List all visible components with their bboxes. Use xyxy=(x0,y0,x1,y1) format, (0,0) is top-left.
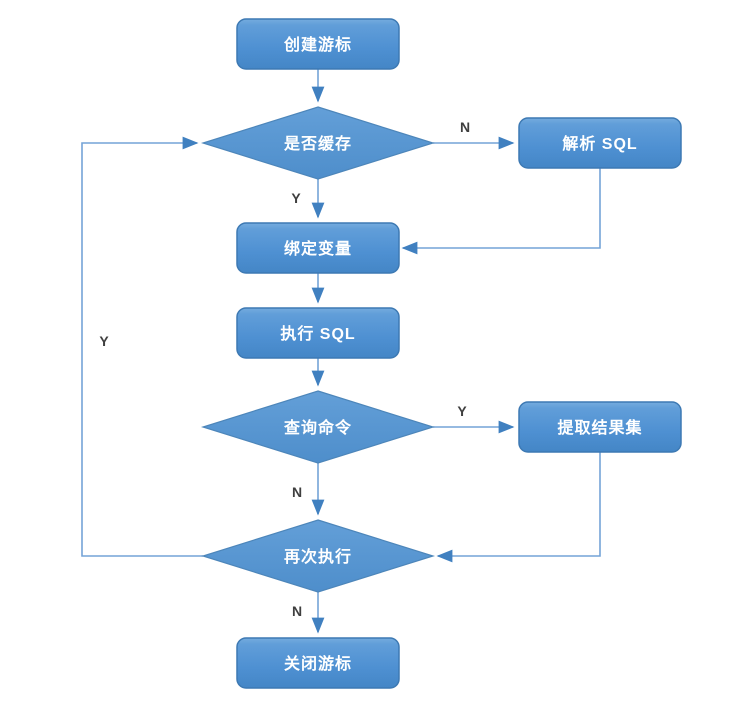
node-create-cursor: 创建游标 xyxy=(236,18,400,70)
edge-label-n-again: N xyxy=(292,484,302,500)
decision-shape xyxy=(200,106,436,180)
process-shape xyxy=(518,401,682,453)
node-is-cached: 是否缓存 xyxy=(200,106,436,180)
node-label: 是否缓存 xyxy=(283,134,352,153)
edge-execute-again-to-is-cached xyxy=(81,136,203,557)
node-close-cursor: 关闭游标 xyxy=(236,637,400,689)
decision-shape xyxy=(200,390,436,464)
node-label: 查询命令 xyxy=(284,418,352,437)
node-execute-again: 再次执行 xyxy=(200,519,436,593)
node-label: 创建游标 xyxy=(283,35,352,54)
node-label: 绑定变量 xyxy=(284,239,352,258)
process-shape xyxy=(236,307,400,359)
process-shape xyxy=(236,637,400,689)
edge-label-y-bind: Y xyxy=(291,190,301,206)
node-fetch-result-set: 提取结果集 xyxy=(518,401,682,453)
process-shape xyxy=(236,222,400,274)
edge-label-y-fetch: Y xyxy=(457,403,467,419)
node-query-command: 查询命令 xyxy=(200,390,436,464)
node-bind-variables: 绑定变量 xyxy=(236,222,400,274)
decision-shape xyxy=(200,519,436,593)
edge-fetch-result-set-to-execute-again xyxy=(436,452,601,563)
node-parse-sql: 解析 SQL xyxy=(518,117,682,169)
edge-label-n-parse: N xyxy=(460,119,470,135)
node-label: 关闭游标 xyxy=(284,654,352,673)
node-label: 提取结果集 xyxy=(557,418,642,437)
node-label: 解析 SQL xyxy=(562,134,637,153)
process-shape xyxy=(518,117,682,169)
node-execute-sql: 执行 SQL xyxy=(236,307,400,359)
edge-parse-sql-to-bind-variables xyxy=(401,168,601,255)
edge-label-y-loop: Y xyxy=(99,333,109,349)
process-shape xyxy=(236,18,400,70)
node-label: 执行 SQL xyxy=(280,324,355,343)
node-label: 再次执行 xyxy=(284,547,352,566)
edge-label-n-close: N xyxy=(292,603,302,619)
